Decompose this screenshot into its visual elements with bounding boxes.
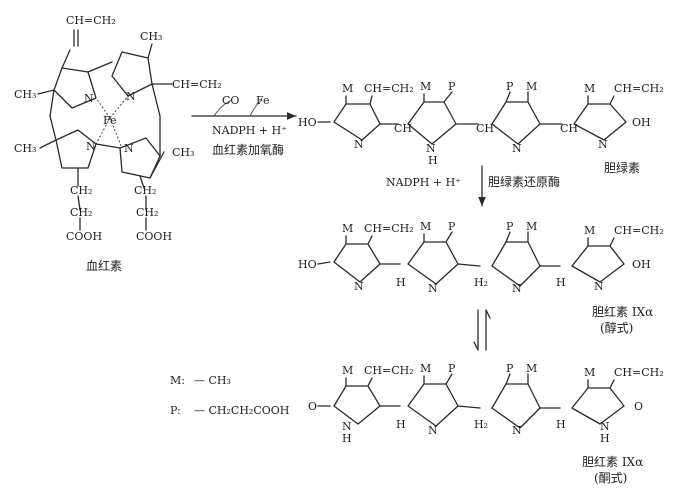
heme-methyl-left-label: CH₃ [14,88,36,101]
legend-m-value: — CH₃ [194,374,231,387]
legend-p-key: P: [170,404,181,417]
heme-ch2-right-2: CH₂ [136,206,158,219]
bv-n-3: N [512,142,522,155]
bre-p-2: P [506,220,514,233]
step1-reaction: CO Fe NADPH + H⁺ 血红素加氧酶 [191,94,297,157]
brk-m-3: M [526,362,537,375]
heme-methyl-top-right-label: CH₃ [140,30,162,43]
step2-cofactor-label: NADPH + H⁺ [386,176,461,189]
bre-p-1: P [448,220,456,233]
biliverdin-name-label: 胆绿素 [604,160,640,175]
bv-m-4: M [584,82,595,95]
heme-ch2-left-2: CH₂ [70,206,92,219]
legend-m-key: M: [170,374,185,387]
bv-m-2: M [420,80,431,93]
bv-m-3: M [526,80,537,93]
bilirubin-enol-form: (醇式) [600,320,633,335]
bv-vinyl-left: CH=CH₂ [364,82,414,95]
bv-m-1: M [342,82,353,95]
brk-o-left: O [308,400,317,413]
heme-n-2: N [126,90,136,103]
brk-m-2: M [420,362,431,375]
heme-n-4: N [124,142,134,155]
heme-structure: CH=CH₂ CH₃ CH=CH₂ CH₃ CH₃ CH₃ N N N N Fe… [14,14,222,243]
step2-enzyme-label: 胆绿素还原酶 [488,174,560,189]
bre-vinyl-right: CH=CH₂ [614,224,664,237]
bv-h-2: H [428,154,438,167]
bre-n-2: N [428,282,438,295]
tautomer-equilibrium-arrows [473,309,491,351]
legend-p-value: — CH₂CH₂COOH [194,404,289,417]
bre-m-4: M [584,224,595,237]
bv-ch-3: CH [560,122,578,135]
bv-vinyl-right: CH=CH₂ [614,82,664,95]
heme-methyl-right-lower-label: CH₃ [172,146,194,159]
bre-oh-label: OH [632,258,651,271]
heme-vinyl-top-label: CH=CH₂ [66,14,116,27]
bre-vinyl-left: CH=CH₂ [364,222,414,235]
brk-m-4: M [584,366,595,379]
brk-n-1: N [342,420,352,433]
brk-vinyl-right: CH=CH₂ [614,366,664,379]
brk-vinyl-left: CH=CH₂ [364,364,414,377]
brk-n-4: N [600,420,610,433]
bre-n-3: N [512,282,522,295]
bv-n-1: N [354,138,364,151]
bv-p-2: P [506,80,514,93]
bre-n-1: N [354,280,364,293]
heme-ch2-left-1: CH₂ [70,184,92,197]
bilirubin-keto-form: (酮式) [594,471,627,485]
step1-co-label: CO [222,94,239,107]
brk-h-n1: H [342,432,352,445]
heme-cooh-left: COOH [66,230,102,243]
heme-fe-label: Fe [103,114,117,127]
bre-m-3: M [526,220,537,233]
bv-n-4: N [598,138,608,151]
heme-n-3: N [86,140,96,153]
bilirubin-enol-name: 胆红素 IXα [592,304,653,319]
step1-cofactor-label: NADPH + H⁺ [212,124,287,137]
bv-n-2: N [426,142,436,155]
brk-n-2: N [428,424,438,437]
heme-cooh-right: COOH [136,230,172,243]
bilirubin-keto-structure: M CH=CH₂ M P P M M CH=CH₂ O N H H N H₂ N… [308,362,664,445]
bre-ho-label: HO [298,258,317,271]
brk-h2-label: H₂ [474,418,488,431]
bv-ch-1: CH [394,122,412,135]
brk-o-right: O [634,400,643,413]
brk-m-1: M [342,364,353,377]
brk-p-2: P [506,362,514,375]
legend: M: — CH₃ P: — CH₂CH₂COOH [170,374,289,417]
bre-h-2: H [556,276,566,289]
brk-h-2: H [556,418,566,431]
bv-ch-2: CH [476,122,494,135]
bilirubin-keto-name: 胆红素 IXα [582,454,643,469]
bre-m-2: M [420,220,431,233]
bre-m-1: M [342,222,353,235]
biliverdin-structure: M CH=CH₂ M P P M M CH=CH₂ HO N CH N H CH… [298,80,664,167]
heme-n-1: N [84,92,94,105]
heme-vinyl-right-label: CH=CH₂ [172,78,222,91]
step1-fe-label: Fe [256,94,270,107]
bilirubin-enol-structure: M CH=CH₂ M P P M M CH=CH₂ HO N H N H₂ N … [298,220,664,295]
heme-methyl-left-lower-label: CH₃ [14,142,36,155]
bre-h2-label: H₂ [474,276,488,289]
bre-h-1: H [396,276,406,289]
brk-p-1: P [448,362,456,375]
step2-reaction: NADPH + H⁺ 胆绿素还原酶 [386,165,560,207]
step1-enzyme-label: 血红素加氧酶 [212,142,284,157]
bv-p-1: P [448,80,456,93]
brk-n-3: N [512,424,522,437]
bv-oh-label: OH [632,116,651,129]
heme-ch2-right-1: CH₂ [134,184,156,197]
brk-h-1: H [396,418,406,431]
bre-n-4: N [594,280,604,293]
bv-ho-label: HO [298,116,317,129]
heme-name-label: 血红素 [86,258,122,273]
brk-h-n4: H [600,432,610,445]
